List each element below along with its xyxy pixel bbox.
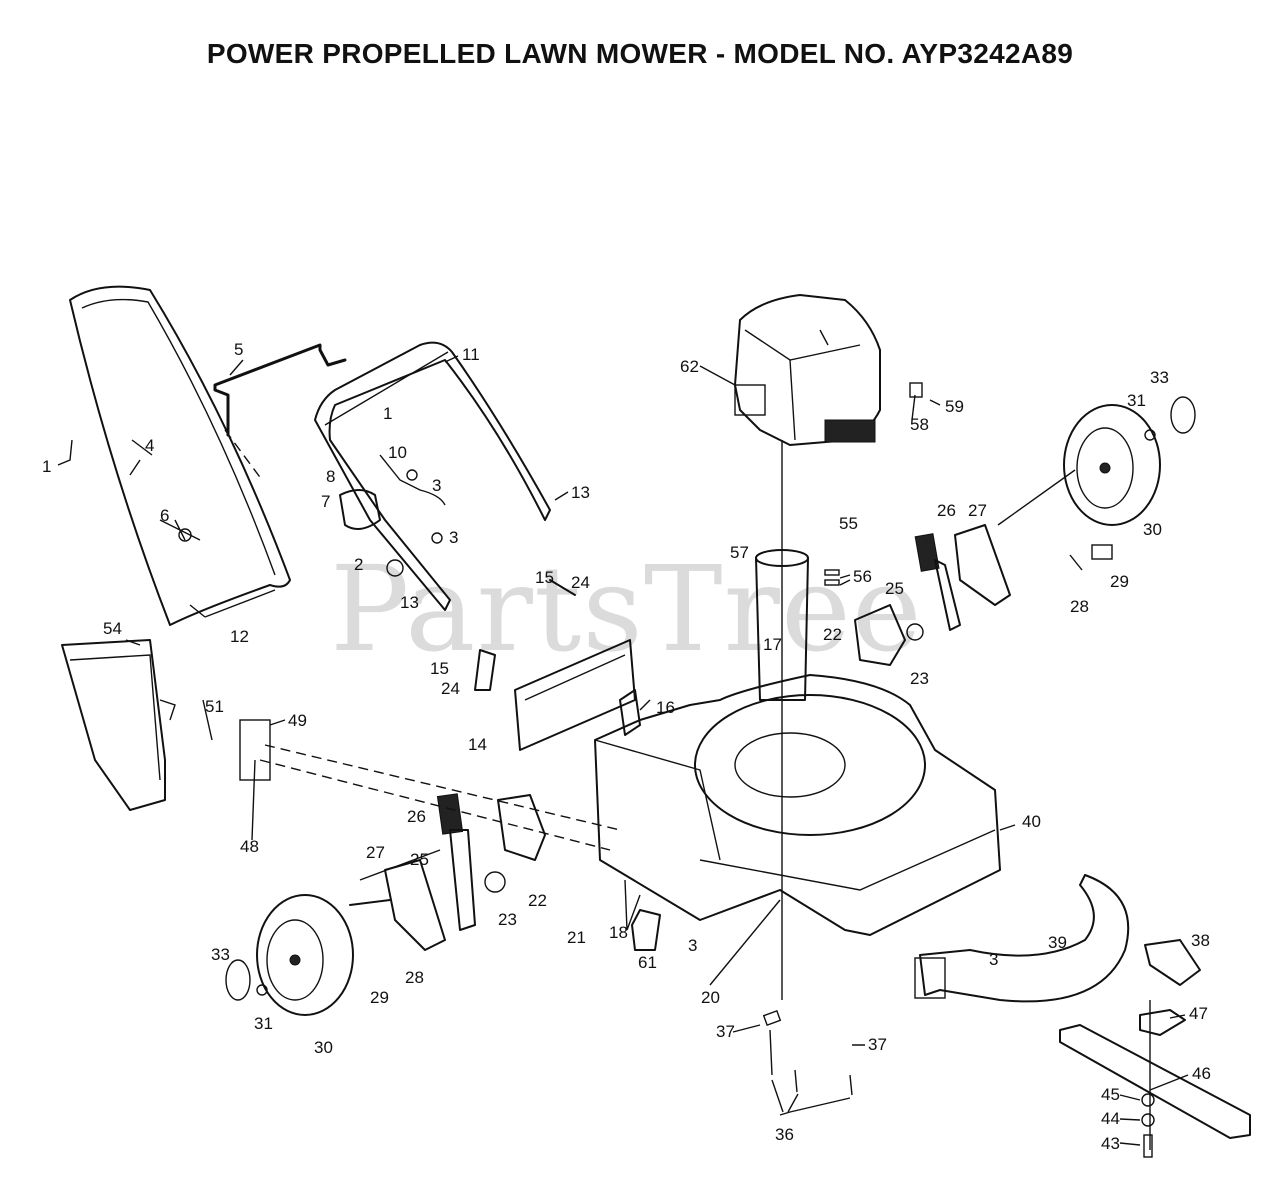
callout-31b: 31 <box>254 1014 273 1033</box>
mower-deck-part <box>594 674 1001 936</box>
grass-bag-frame-part <box>61 639 176 811</box>
callout-58: 58 <box>910 415 929 434</box>
callout-17: 17 <box>763 635 782 654</box>
callout-38: 38 <box>1191 931 1210 950</box>
rear-wheel-part <box>1063 396 1196 526</box>
callout-39: 39 <box>1048 933 1067 952</box>
callout-4: 4 <box>145 436 154 455</box>
callout-12: 12 <box>230 627 249 646</box>
callout-40: 40 <box>1022 812 1041 831</box>
blade-adapter-part <box>1139 939 1201 1158</box>
callout-49: 49 <box>288 711 307 730</box>
engine-part <box>734 294 881 446</box>
callout-59: 59 <box>945 397 964 416</box>
callout-25a: 25 <box>885 579 904 598</box>
height-adjuster-right-part <box>914 469 1076 631</box>
leader-lines <box>57 355 1189 1146</box>
gear-plate-right-part <box>854 604 924 666</box>
page-title: POWER PROPELLED LAWN MOWER - MODEL NO. A… <box>206 38 1074 69</box>
rear-door-part <box>69 285 291 626</box>
blade-part <box>1059 1024 1251 1139</box>
callout-16: 16 <box>656 698 675 717</box>
callout-23a: 23 <box>910 669 929 688</box>
callout-30a: 30 <box>1143 520 1162 539</box>
callout-29b: 29 <box>370 988 389 1007</box>
callout-23b: 23 <box>498 910 517 929</box>
callout-33a: 33 <box>1150 368 1169 387</box>
callout-26a: 26 <box>937 501 956 520</box>
control-cable-part <box>213 343 347 481</box>
callout-57: 57 <box>730 543 749 562</box>
callout-22a: 22 <box>823 625 842 644</box>
callout-labels: 1 1 2 3 3 3 3 4 5 6 7 8 10 11 12 13 13 1… <box>42 340 1211 1153</box>
callout-10: 10 <box>388 443 407 462</box>
gear-plate-left-part <box>484 794 546 893</box>
callout-14: 14 <box>468 735 487 754</box>
callout-24a: 24 <box>571 573 590 592</box>
callout-2: 2 <box>354 555 363 574</box>
callout-28a: 28 <box>1070 597 1089 616</box>
rear-flap-part <box>514 639 636 751</box>
callout-13a: 13 <box>571 483 590 502</box>
baffle-part <box>914 874 1130 1003</box>
callout-46: 46 <box>1192 1064 1211 1083</box>
callout-28b: 28 <box>405 968 424 987</box>
shaft-part <box>755 440 809 1000</box>
callout-22b: 22 <box>528 891 547 910</box>
callout-55: 55 <box>839 514 858 533</box>
deck-bolts-part <box>769 1029 853 1113</box>
callout-3a: 3 <box>432 476 441 495</box>
callout-44: 44 <box>1101 1109 1120 1128</box>
callout-6: 6 <box>160 506 169 525</box>
callout-13b: 13 <box>400 593 419 612</box>
callout-11: 11 <box>462 345 480 364</box>
callout-43: 43 <box>1101 1134 1120 1153</box>
callout-36: 36 <box>775 1125 794 1144</box>
callout-51: 51 <box>205 697 224 716</box>
callout-8: 8 <box>326 467 335 486</box>
callout-1: 1 <box>42 457 51 476</box>
watermark: PartsTree <box>330 540 923 678</box>
hardware-parts <box>202 329 1113 1026</box>
callout-26b: 26 <box>407 807 426 826</box>
callout-30b: 30 <box>314 1038 333 1057</box>
callout-37b: 37 <box>868 1035 887 1054</box>
callout-15b: 15 <box>430 659 449 678</box>
callout-33b: 33 <box>211 945 230 964</box>
callout-3c: 3 <box>688 936 697 955</box>
callout-1b: 1 <box>383 404 392 423</box>
callout-25b: 25 <box>410 850 429 869</box>
upper-handle-part <box>314 341 551 611</box>
callout-31a: 31 <box>1127 391 1146 410</box>
callout-3d: 3 <box>989 950 998 969</box>
callout-56: 56 <box>853 567 872 586</box>
callout-62: 62 <box>680 357 699 376</box>
callout-5: 5 <box>234 340 243 359</box>
callout-61: 61 <box>638 953 657 972</box>
callout-29a: 29 <box>1110 572 1129 591</box>
callout-24b: 24 <box>441 679 460 698</box>
callout-27a: 27 <box>968 501 987 520</box>
callout-21: 21 <box>567 928 586 947</box>
front-wheel-part <box>225 894 354 1016</box>
callout-47: 47 <box>1189 1004 1208 1023</box>
height-adjuster-left-part <box>349 793 476 951</box>
callout-37a: 37 <box>716 1022 735 1041</box>
callout-45: 45 <box>1101 1085 1120 1104</box>
callout-27b: 27 <box>366 843 385 862</box>
callout-48: 48 <box>240 837 259 856</box>
callout-7: 7 <box>321 492 330 511</box>
callout-15a: 15 <box>535 568 554 587</box>
callout-18: 18 <box>609 923 628 942</box>
callout-3b: 3 <box>449 528 458 547</box>
callout-20: 20 <box>701 988 720 1007</box>
callout-54: 54 <box>103 619 122 638</box>
